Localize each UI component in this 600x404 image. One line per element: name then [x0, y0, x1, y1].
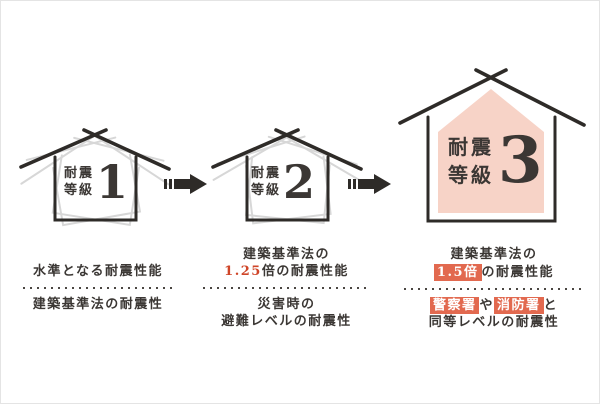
grade-3-desc-line2-rest: の耐震性能 [481, 265, 555, 280]
grade-1-badge: 耐震 等級 1 [64, 159, 128, 205]
grade-3-badge-line2: 等級 [448, 163, 494, 187]
grade-3-desc-line3-end: と [543, 298, 559, 313]
grade-3-multiplier-highlight: 1.5倍 [433, 264, 482, 281]
grade-1-badge-line1: 耐震 [64, 166, 95, 181]
grade-3-badge-text: 耐震 等級 [448, 133, 494, 189]
grade-2-badge-line2: 等級 [251, 183, 282, 198]
grade-2-badge-line1: 耐震 [251, 166, 282, 181]
grade-3-number: 3 [498, 123, 543, 198]
dotted-divider [404, 288, 584, 290]
grade-3-description: 建築基準法の 1.5倍の耐震性能 警察署や消防署と 同等レベルの耐震性 [396, 246, 592, 331]
grade-3-desc-line4: 同等レベルの耐震性 [428, 315, 560, 330]
grade-1-description: 水準となる耐震性能 建築基準法の耐震性 [9, 263, 187, 313]
grade-1-desc-line1: 水準となる耐震性能 [32, 264, 164, 279]
grade-3-badge-line1: 耐震 [448, 135, 494, 159]
fire-station-highlight: 消防署 [494, 297, 544, 314]
grade-2-desc-line1: 建築基準法の [242, 247, 330, 262]
grade-2-desc-line3: 災害時の [257, 297, 316, 312]
grade-2-multiplier: 1.25 [224, 264, 262, 279]
house-grade-1-shaking-icon [19, 128, 171, 227]
grade-2-desc-line4: 避難レベルの耐震性 [221, 314, 352, 329]
dotted-divider [202, 287, 371, 289]
grade-3-desc-line3: 警察署や消防署と [396, 297, 592, 314]
grade-3-desc-line1: 建築基準法の [450, 247, 538, 262]
grade-2-badge-text: 耐震 等級 [251, 165, 281, 199]
grade-3-badge: 耐震 等級 3 [448, 129, 543, 193]
grade-2-desc-line2: 1.25倍の耐震性能 [194, 263, 379, 280]
arrow-right-icon [164, 174, 207, 194]
dotted-divider [23, 287, 173, 289]
grade-2-desc-line2-rest: 倍の耐震性能 [261, 264, 349, 279]
grade-1-badge-line2: 等級 [64, 183, 95, 198]
grade-2-badge: 耐震 等級 2 [251, 159, 315, 205]
grade-3-desc-line3-mid: や [479, 298, 494, 313]
grade-2-description: 建築基準法の 1.25倍の耐震性能 災害時の 避難レベルの耐震性 [194, 246, 379, 330]
grade-1-number: 1 [96, 155, 129, 209]
grade-3-desc-line2: 1.5倍の耐震性能 [396, 264, 592, 281]
grade-2-number: 2 [283, 155, 316, 209]
police-station-highlight: 警察署 [429, 297, 480, 314]
grade-1-desc-line2: 建築基準法の耐震性 [32, 297, 164, 312]
house-grade-3-stable-icon [398, 68, 586, 223]
grade-1-badge-text: 耐震 等級 [64, 165, 94, 199]
arrow-right-icon [348, 174, 391, 194]
house-grade-2-shaking-icon [211, 128, 363, 225]
